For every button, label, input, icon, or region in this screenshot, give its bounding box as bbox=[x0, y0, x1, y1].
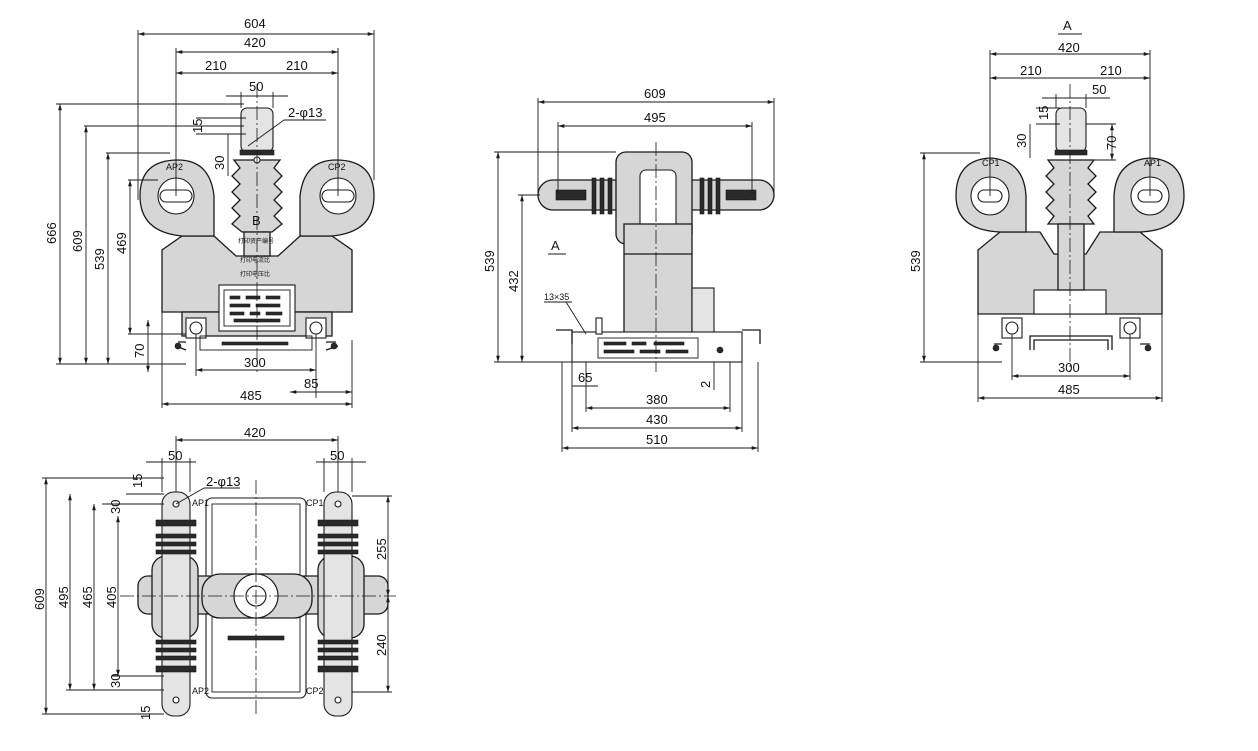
dim-300: 300 bbox=[244, 355, 266, 370]
dim-420: 420 bbox=[244, 35, 266, 50]
terminal-label-cp2: CP2 bbox=[328, 162, 346, 172]
dim-430-side: 430 bbox=[646, 412, 668, 427]
dim-539-side: 539 bbox=[482, 250, 497, 272]
side-base-marks bbox=[603, 341, 689, 354]
dim-609-side: 609 bbox=[644, 86, 666, 101]
dim-210-rear-left: 210 bbox=[1020, 63, 1042, 78]
dim-604: 604 bbox=[244, 16, 266, 31]
dim-210-rear-right: 210 bbox=[1100, 63, 1122, 78]
label-b: B bbox=[252, 213, 261, 228]
dim-300-rear: 300 bbox=[1058, 360, 1080, 375]
dim-380-side: 380 bbox=[646, 392, 668, 407]
nameplate-text-1: 打印资产编号 bbox=[238, 237, 274, 245]
dim-15-rear: 15 bbox=[1036, 106, 1051, 120]
dim-50-rear: 50 bbox=[1092, 82, 1106, 97]
slot-label: 13×35 bbox=[544, 292, 569, 302]
nameplate-text-3: 打印电压比 bbox=[240, 270, 270, 278]
top-view: AP1 CP1 AP2 CP2 420 50 50 2-φ13 15 30 60… bbox=[32, 425, 396, 720]
section-label-a: A bbox=[551, 238, 560, 253]
dim-469: 469 bbox=[114, 232, 129, 254]
dim-30-top: 30 bbox=[108, 500, 123, 514]
terminal-label-ap1: AP1 bbox=[1144, 158, 1161, 168]
dim-15-top-bottom: 15 bbox=[138, 706, 153, 720]
side-insulator-right bbox=[699, 177, 757, 215]
side-insulator-left bbox=[555, 177, 613, 215]
dim-609: 609 bbox=[70, 230, 85, 252]
dim-510-side: 510 bbox=[646, 432, 668, 447]
dim-2-side: 2 bbox=[698, 381, 713, 388]
dim-hole-top: 2-φ13 bbox=[206, 474, 240, 489]
dim-30-rear: 30 bbox=[1014, 134, 1029, 148]
rear-view: CP1 AP1 A 420 210 210 50 15 30 bbox=[908, 18, 1185, 402]
dim-65-side: 65 bbox=[578, 370, 592, 385]
dim-495-side: 495 bbox=[644, 110, 666, 125]
dim-30-top-bottom: 30 bbox=[108, 674, 123, 688]
terminal-label-ap2: AP2 bbox=[166, 162, 183, 172]
dim-420-rear: 420 bbox=[1058, 40, 1080, 55]
rear-view-title: A bbox=[1063, 18, 1072, 33]
dim-485-rear: 485 bbox=[1058, 382, 1080, 397]
dim-70: 70 bbox=[132, 344, 147, 358]
dim-539-rear: 539 bbox=[908, 250, 923, 272]
dim-210-right: 210 bbox=[286, 58, 308, 73]
dim-539: 539 bbox=[92, 248, 107, 270]
dim-432-side: 432 bbox=[506, 270, 521, 292]
front-view: AP2 CP2 B 打印资产编号 打印电流比 打印电压比 bbox=[44, 16, 375, 408]
terminal-label-top-ap1: AP1 bbox=[192, 498, 209, 508]
dim-465-top: 465 bbox=[80, 586, 95, 608]
dim-70-rear: 70 bbox=[1104, 136, 1119, 150]
terminal-label-top-cp2: CP2 bbox=[306, 686, 324, 696]
dim-240-top: 240 bbox=[374, 634, 389, 656]
terminal-label-top-cp1: CP1 bbox=[306, 498, 324, 508]
side-view: A 13×35 609 495 539 432 65 380 430 510 bbox=[482, 86, 775, 452]
dim-420-top: 420 bbox=[244, 425, 266, 440]
dim-609-top: 609 bbox=[32, 588, 47, 610]
dim-485: 485 bbox=[240, 388, 262, 403]
dim-85: 85 bbox=[304, 376, 318, 391]
dim-495-top: 495 bbox=[56, 586, 71, 608]
dim-50-top-left: 50 bbox=[168, 448, 182, 463]
top-insulator-sheds bbox=[155, 519, 359, 673]
dim-210-left: 210 bbox=[205, 58, 227, 73]
terminal-label-top-ap2: AP2 bbox=[192, 686, 209, 696]
nameplate-text-2: 打印电流比 bbox=[240, 256, 270, 264]
dim-hole: 2-φ13 bbox=[288, 105, 322, 120]
nameplate-marks bbox=[229, 295, 283, 323]
dim-15-top: 15 bbox=[130, 474, 145, 488]
dim-255-top: 255 bbox=[374, 538, 389, 560]
dim-666: 666 bbox=[44, 222, 59, 244]
dim-50-top-right: 50 bbox=[330, 448, 344, 463]
terminal-label-cp1: CP1 bbox=[982, 158, 1000, 168]
dim-50: 50 bbox=[249, 79, 263, 94]
dim-30: 30 bbox=[212, 156, 227, 170]
dim-405-top: 405 bbox=[104, 586, 119, 608]
